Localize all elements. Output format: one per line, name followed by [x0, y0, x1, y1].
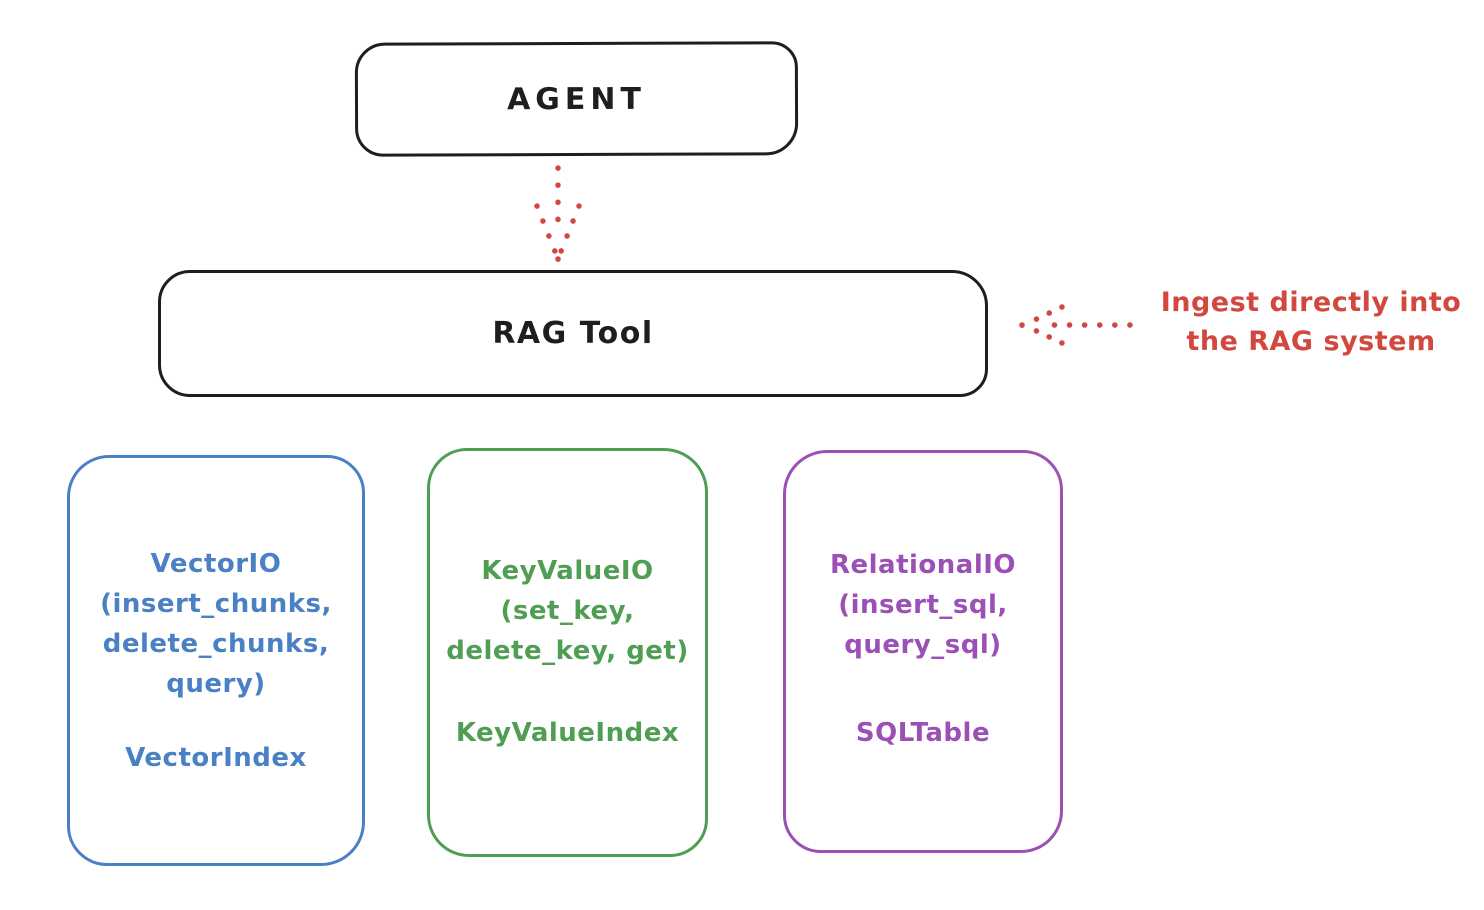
ingest-annotation-line1: Ingest directly into — [1160, 287, 1462, 318]
vectorio-line: query) — [166, 669, 266, 699]
dotted-arrow-left-icon — [1019, 304, 1133, 346]
vector-index-label: VectorIndex — [125, 743, 307, 773]
keyvalue-index-label: KeyValueIndex — [455, 718, 680, 748]
vectorio-line: delete_chunks, — [102, 629, 330, 659]
agent-label: AGENT — [506, 81, 647, 117]
relationalio-label: RelationalIO (insert_sql, query_sql) — [786, 545, 1060, 665]
vectorio-node: VectorIO (insert_chunks, delete_chunks, … — [67, 455, 365, 866]
ingest-annotation-line2: the RAG system — [1186, 326, 1436, 357]
sqltable-label: SQLTable — [855, 718, 991, 748]
keyvalueio-line: delete_key, get) — [446, 636, 689, 666]
rag-tool-node: RAG Tool — [158, 270, 988, 397]
rag-tool-label: RAG Tool — [492, 316, 654, 351]
vectorio-line: VectorIO — [150, 549, 282, 579]
relationalio-node: RelationalIO (insert_sql, query_sql) SQL… — [783, 450, 1063, 853]
ingest-annotation: Ingest directly into the RAG system — [1138, 283, 1484, 361]
vectorio-label: VectorIO (insert_chunks, delete_chunks, … — [70, 544, 362, 704]
agent-node: AGENT — [354, 41, 799, 157]
keyvalueio-label: KeyValueIO (set_key, delete_key, get) — [430, 551, 705, 671]
dotted-arrow-down-icon — [534, 165, 582, 262]
relationalio-line: query_sql) — [844, 630, 1002, 660]
relationalio-line: (insert_sql, — [838, 590, 1008, 620]
vectorio-line: (insert_chunks, — [100, 589, 332, 619]
keyvalueio-node: KeyValueIO (set_key, delete_key, get) Ke… — [427, 448, 708, 857]
keyvalueio-line: (set_key, — [500, 596, 635, 626]
relationalio-line: RelationalIO — [829, 550, 1017, 580]
keyvalueio-line: KeyValueIO — [481, 556, 654, 586]
